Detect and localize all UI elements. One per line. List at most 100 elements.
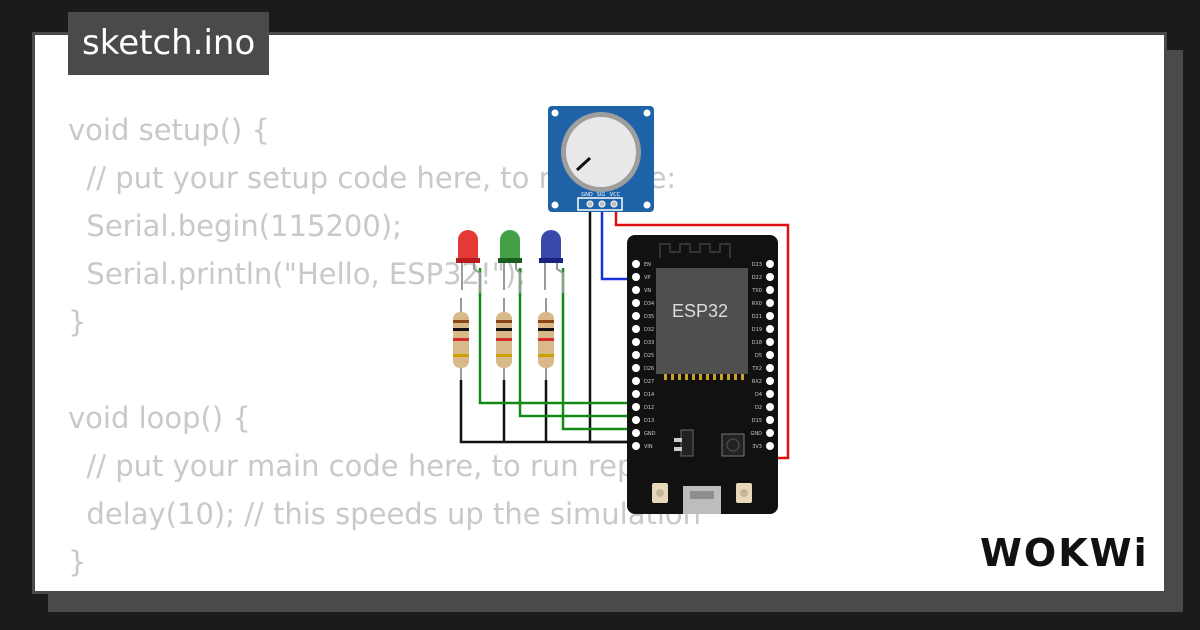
wires (459, 204, 790, 460)
module-pad (664, 374, 667, 380)
wire-green-led-red[interactable] (478, 268, 636, 405)
module-pad (685, 374, 688, 380)
header-pin[interactable] (632, 286, 640, 294)
header-pin[interactable] (632, 260, 640, 268)
led-red[interactable] (456, 230, 481, 293)
header-pin[interactable] (632, 377, 640, 385)
pin-label: VIN (644, 444, 653, 450)
pin-label: D4 (755, 392, 762, 398)
pot-pin-label: VCC (610, 192, 621, 198)
svg-text:WOKWi: WOKWi (980, 531, 1149, 575)
header-pin[interactable] (766, 364, 774, 372)
esp32-pins-right: D23D22TX0RX0D21D19D18D5TX2RX2D4D2D15GND3… (751, 260, 774, 450)
header-pin[interactable] (766, 286, 774, 294)
module-pads (664, 374, 744, 380)
pin-label: D14 (644, 392, 654, 398)
pin-label: TX0 (751, 288, 762, 294)
header-pin[interactable] (632, 338, 640, 346)
usb-port (683, 486, 721, 514)
header-pin[interactable] (766, 325, 774, 333)
header-pin[interactable] (766, 299, 774, 307)
module-pad (671, 374, 674, 380)
module-pad (678, 374, 681, 380)
resistor-1[interactable] (453, 298, 469, 380)
pin-label: D2 (755, 405, 762, 411)
module-pad (713, 374, 716, 380)
pot-knob[interactable] (566, 117, 636, 187)
header-pin[interactable] (632, 312, 640, 320)
pin-label: D25 (644, 353, 654, 359)
header-pin[interactable] (766, 429, 774, 437)
file-tab-sketch[interactable]: sketch.ino (68, 12, 270, 75)
header-pin[interactable] (766, 377, 774, 385)
pin-label: D23 (752, 262, 762, 268)
esp32-board[interactable]: ESP32 ENVPVND34D35D32D33D25D26D27D14D12D… (627, 235, 778, 514)
code-line: } (68, 305, 87, 339)
code-line: void loop() { (68, 401, 251, 435)
module-pad (734, 374, 737, 380)
chip-label: ESP32 (672, 301, 728, 321)
header-pin[interactable] (766, 442, 774, 450)
code-line: void setup() { (68, 113, 270, 147)
wire-green-led-green[interactable] (518, 268, 636, 418)
header-pin[interactable] (766, 273, 774, 281)
pin-label: TX2 (751, 366, 762, 372)
header-pin[interactable] (632, 403, 640, 411)
wire-black-led-red[interactable] (459, 380, 636, 444)
header-pin[interactable] (766, 338, 774, 346)
header-pin[interactable] (766, 390, 774, 398)
module-pad (720, 374, 723, 380)
resistor-2[interactable] (496, 298, 512, 380)
header-pin[interactable] (766, 351, 774, 359)
header-pin[interactable] (632, 416, 640, 424)
pin-label: D32 (644, 327, 654, 333)
header-pin[interactable] (766, 312, 774, 320)
pin-label: VP (644, 275, 650, 281)
module-pad (706, 374, 709, 380)
pin-label: D27 (644, 379, 654, 385)
header-pin[interactable] (632, 351, 640, 359)
header-pin[interactable] (766, 260, 774, 268)
header-pin[interactable] (632, 364, 640, 372)
pin-label: GND (751, 431, 763, 437)
header-pin[interactable] (632, 273, 640, 281)
pin-label: D19 (752, 327, 762, 333)
resistor-3[interactable] (538, 298, 554, 380)
header-pin[interactable] (632, 429, 640, 437)
pin-label: D12 (644, 405, 654, 411)
header-pin[interactable] (632, 390, 640, 398)
led-green[interactable] (498, 230, 522, 293)
module-pad (741, 374, 744, 380)
esp32-pins-left: ENVPVND34D35D32D33D25D26D27D14D12D13GNDV… (632, 260, 656, 450)
code-line: Serial.begin(115200); (68, 209, 402, 243)
wire-blue-sig[interactable] (600, 204, 636, 281)
voltage-regulator (680, 429, 694, 457)
pin-label: D13 (644, 418, 654, 424)
potentiometer[interactable]: GND SIG VCC (548, 106, 654, 212)
wire-red-vcc[interactable] (614, 204, 790, 460)
pot-pin-label: SIG (597, 192, 606, 198)
module-pad (727, 374, 730, 380)
header-pin[interactable] (632, 325, 640, 333)
pin-label: D33 (644, 340, 654, 346)
esp32-module (656, 268, 748, 374)
header-pin[interactable] (632, 299, 640, 307)
usb-chip (721, 433, 745, 457)
pin-label: D15 (752, 418, 762, 424)
pin-label: D21 (752, 314, 762, 320)
wokwi-logo: WOKWi (980, 531, 1149, 575)
header-pin[interactable] (766, 416, 774, 424)
pin-label: D5 (755, 353, 762, 359)
pin-label: VN (644, 288, 651, 294)
module-pad (692, 374, 695, 380)
wire-green-led-blue[interactable] (561, 268, 636, 431)
pin-label: GND (644, 431, 656, 437)
pin-label: D34 (644, 301, 654, 307)
led-blue[interactable] (539, 230, 564, 293)
code-line: } (68, 545, 87, 579)
header-pin[interactable] (632, 442, 640, 450)
header-pin[interactable] (766, 403, 774, 411)
pin-label: D35 (644, 314, 654, 320)
module-pad (699, 374, 702, 380)
